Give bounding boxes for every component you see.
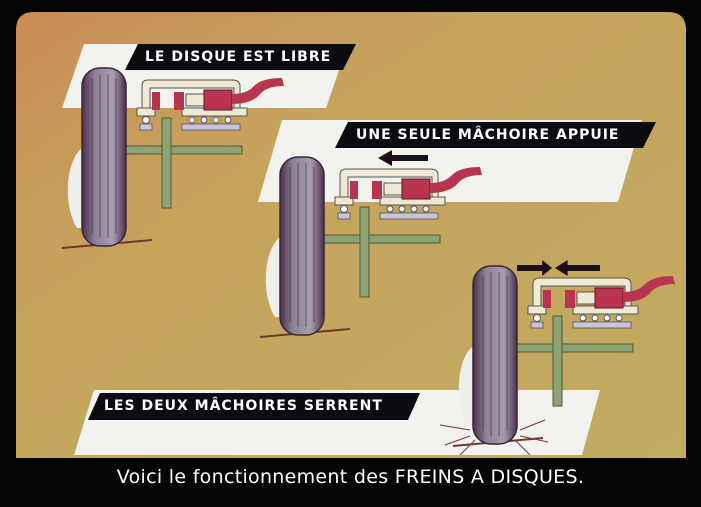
banner-1-label-bg [125, 44, 356, 70]
sparks-icon [439, 419, 549, 456]
banner-3-label-bg [88, 393, 420, 420]
label-free-disc: LE DISQUE EST LIBRE [145, 49, 332, 65]
label-one-jaw: UNE SEULE MÂCHOIRE APPUIE [356, 127, 620, 143]
slide-caption: Voici le fonctionnement des FREINS A DIS… [116, 466, 585, 488]
label-both-jaws: LES DEUX MÂCHOIRES SERRENT [104, 398, 383, 414]
banner-2-label-bg [335, 122, 656, 148]
